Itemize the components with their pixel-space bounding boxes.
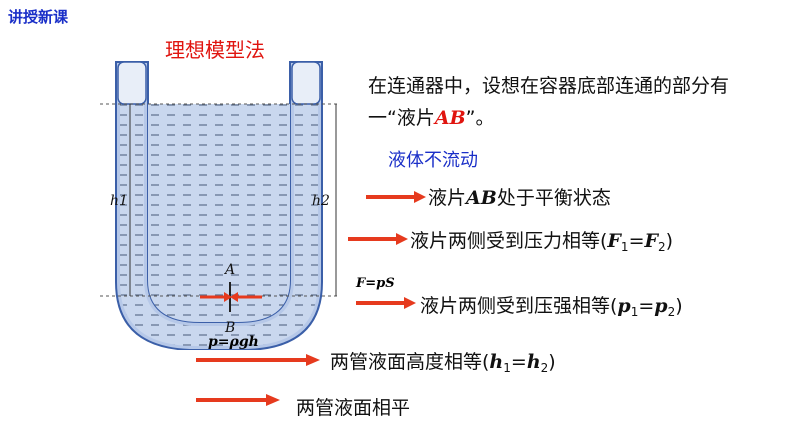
formula-pressure: p=ρgh [208, 334, 259, 350]
arrow-icon [348, 233, 408, 245]
u-tube-diagram: h1 h2 A B [100, 61, 338, 350]
step-3-v2: p [654, 295, 668, 317]
step-4-v1: h [489, 351, 504, 373]
step-2-s1: 1 [620, 240, 629, 254]
label-a: A [223, 262, 235, 278]
left-tube-top [117, 61, 147, 105]
intro-text: 在连通器中，设想在容器底部连通的部分有一“液片AB”。 [368, 70, 768, 134]
step-2-text: 液片两侧受到压力相等( [410, 230, 608, 252]
liquid [120, 104, 318, 346]
step-1-suffix: 处于平衡状态 [496, 187, 611, 209]
liquid-inner [148, 104, 290, 322]
step-4-text: 两管液面高度相等( [330, 351, 490, 373]
step-4-s1: 1 [503, 361, 511, 375]
step-3-text: 液片两侧受到压强相等( [420, 295, 618, 317]
step-5: 两管液面相平 [296, 393, 410, 420]
step-4-end: ) [548, 351, 556, 373]
note-text: 液体不流动 [388, 150, 478, 171]
step-3: 液片两侧受到压强相等(p1=p2) [420, 291, 683, 319]
step-4-eq: = [510, 351, 527, 373]
label-b: B [224, 320, 235, 336]
force-arrowhead-left [224, 292, 232, 302]
step-3-eq: = [638, 295, 655, 317]
label-h1: h1 [110, 193, 128, 209]
step-3-s1: 1 [630, 305, 639, 319]
intro-text-before: 在连通器中，设想在容器底部连通的部分有一“液片 [368, 75, 730, 129]
right-tube-top [291, 61, 321, 105]
label-h2: h2 [312, 193, 330, 209]
step-3-v1: p [617, 295, 631, 317]
step-2-eq: = [628, 230, 645, 252]
step-3-s2: 2 [667, 305, 676, 319]
step-1: 液片AB处于平衡状态 [428, 183, 611, 210]
formula-force: F=pS [356, 276, 395, 291]
section-header: 讲授新课 [8, 8, 69, 26]
step-1-italic: AB [466, 187, 497, 209]
arrow-icon [356, 297, 416, 309]
model-title: 理想模型法 [165, 38, 265, 62]
arrow-icon [196, 354, 320, 366]
step-2: 液片两侧受到压力相等(F1=F2) [410, 226, 673, 254]
intro-highlight: AB [434, 107, 466, 129]
step-4-v2: h [526, 351, 541, 373]
step-1-prefix: 液片 [428, 187, 467, 209]
arrow-icon [366, 191, 426, 203]
intro-text-after: ”。 [465, 107, 495, 129]
arrow-icon [196, 394, 280, 406]
step-4-s2: 2 [540, 361, 549, 375]
step-2-v1: F [607, 230, 621, 252]
step-4: 两管液面高度相等(h1=h2) [330, 347, 556, 375]
step-2-end: ) [665, 230, 674, 252]
step-5-text: 两管液面相平 [296, 397, 411, 419]
step-2-v2: F [644, 230, 658, 252]
step-2-s2: 2 [657, 240, 666, 254]
force-arrowhead-right [230, 292, 238, 302]
step-3-end: ) [675, 295, 683, 317]
